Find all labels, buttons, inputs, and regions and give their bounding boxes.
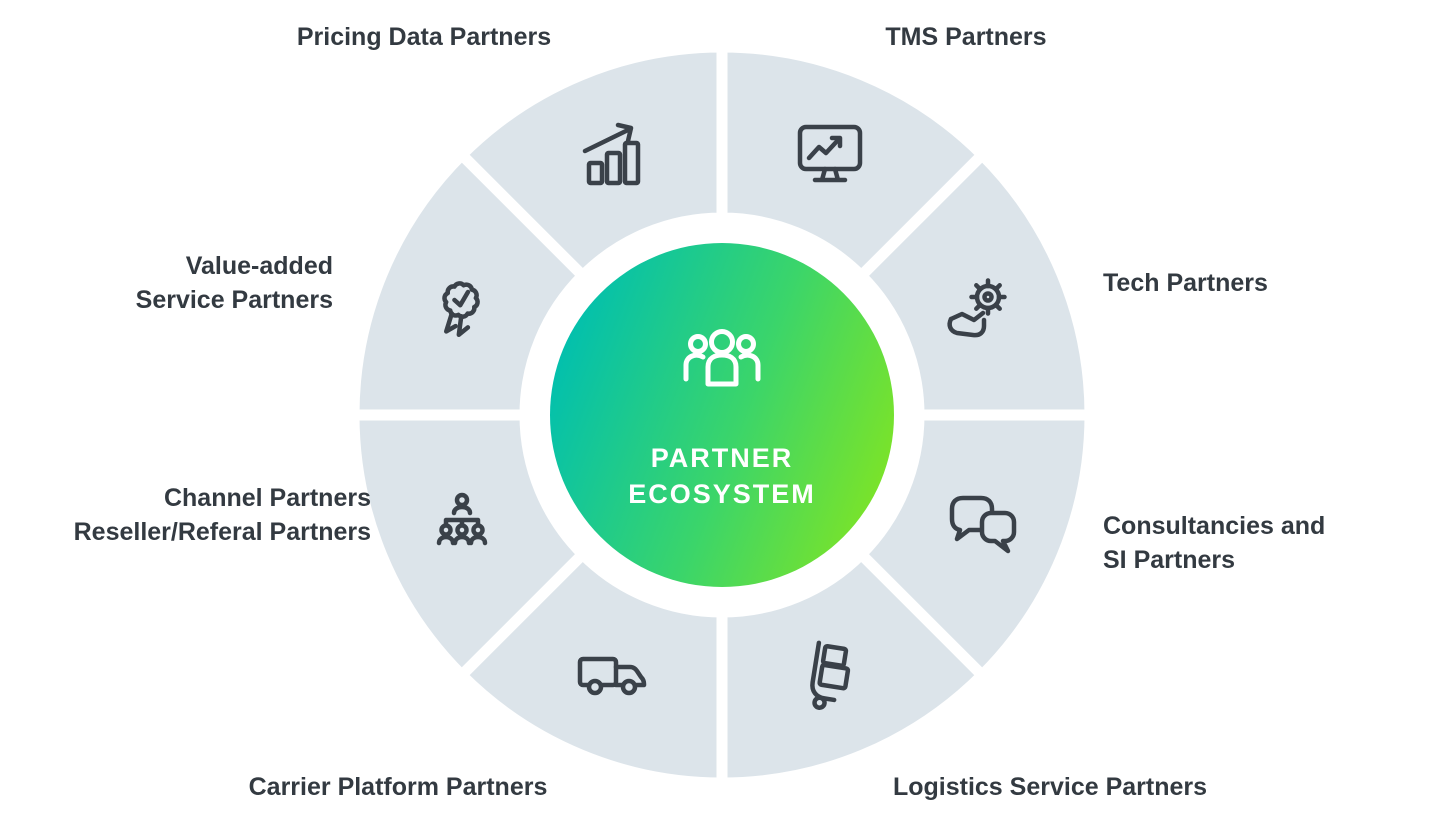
label-pricing-data-partners: Pricing Data Partners — [124, 20, 724, 54]
segment-carrier-platform-partners — [456, 548, 728, 789]
center-title: PARTNER ECOSYSTEM — [572, 440, 872, 512]
label-line: Carrier Platform Partners — [248, 773, 548, 801]
chat-bubbles-icon — [949, 495, 1017, 554]
center-circle — [550, 243, 894, 587]
award-ribbon-icon — [442, 281, 480, 337]
truck-icon — [577, 656, 647, 696]
label-tms-partners: TMS Partners — [666, 20, 1266, 54]
center-title-line1: PARTNER — [650, 443, 794, 473]
label-line: Channel Partners — [163, 484, 371, 512]
people-group-icon — [683, 329, 761, 387]
label-carrier-platform-partners: Carrier Platform Partners — [98, 770, 698, 804]
org-chart-people-icon — [436, 492, 488, 546]
center-title-line2: ECOSYSTEM — [628, 479, 816, 509]
bar-chart-growth-icon — [582, 122, 641, 186]
label-line: Logistics Service Partners — [892, 773, 1208, 801]
label-line: Tech Partners — [1103, 269, 1268, 297]
label-line: Consultancies and — [1103, 512, 1326, 540]
label-logistics-service-partners: Logistics Service Partners — [750, 770, 1350, 804]
label-line: Pricing Data Partners — [296, 23, 552, 51]
hand-truck-icon — [810, 640, 851, 710]
monitor-chart-icon — [797, 124, 863, 183]
segment-consultancies-si-partners — [855, 409, 1096, 681]
label-line: SI Partners — [1103, 546, 1236, 574]
label-line: Service Partners — [135, 286, 333, 314]
label-channel-partners: Channel Partners Reseller/Referal Partne… — [21, 481, 371, 549]
label-tech-partners: Tech Partners — [1103, 266, 1268, 300]
label-line: Value-added — [185, 252, 333, 280]
hand-gear-icon — [947, 278, 1007, 338]
label-line: Reseller/Referal Partners — [73, 518, 371, 546]
label-value-added-service-partners: Value-added Service Partners — [33, 249, 333, 317]
label-line: TMS Partners — [885, 23, 1047, 51]
label-consultancies-si-partners: Consultancies and SI Partners — [1103, 509, 1325, 577]
segment-tms-partners — [716, 41, 988, 282]
